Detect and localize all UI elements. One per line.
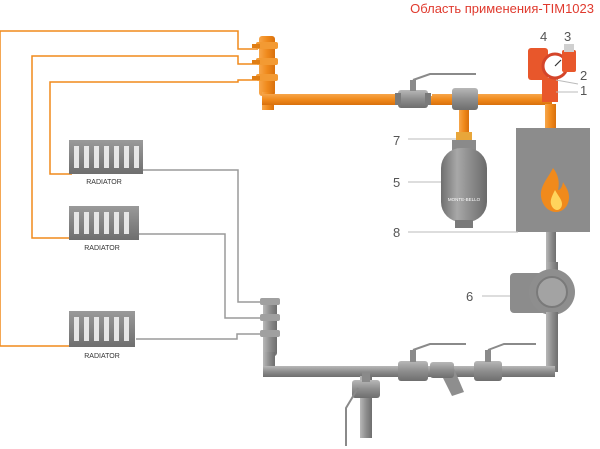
radiator-middle: RADIATOR [69, 206, 139, 252]
callout-numbers: 1 2 3 4 5 6 7 8 [393, 29, 587, 304]
flame-icon [540, 168, 569, 212]
return-manifold [260, 298, 280, 376]
supply-lines [0, 30, 258, 347]
callout-2: 2 [580, 68, 587, 83]
callout-7: 7 [393, 133, 400, 148]
boiler [516, 128, 590, 262]
callout-4: 4 [540, 29, 547, 44]
return-ball-valve-right [474, 343, 536, 381]
fill-valve [345, 372, 380, 446]
callout-3: 3 [564, 29, 571, 44]
tee-fitting [452, 88, 478, 110]
callout-6: 6 [466, 289, 473, 304]
circulation-pump [510, 262, 575, 372]
callout-5: 5 [393, 175, 400, 190]
leader-lines [408, 79, 579, 297]
callout-8: 8 [393, 225, 400, 240]
radiator-label: RADIATOR [84, 353, 120, 360]
radiator-label: RADIATOR [86, 179, 122, 186]
radiator-top: RADIATOR [69, 140, 143, 186]
return-lines [136, 169, 262, 340]
expansion-tank: MONTE-BELLO [441, 140, 487, 228]
safety-group [528, 44, 576, 102]
tank-brand: MONTE-BELLO [448, 197, 481, 202]
return-ball-valve-left [398, 343, 466, 381]
callout-1: 1 [580, 83, 587, 98]
y-strainer [430, 362, 464, 396]
page-title: Область применения-TIM1023 [410, 1, 594, 16]
radiator-bottom: RADIATOR [69, 311, 135, 360]
supply-ball-valve [395, 73, 476, 108]
radiator-label: RADIATOR [84, 245, 120, 252]
